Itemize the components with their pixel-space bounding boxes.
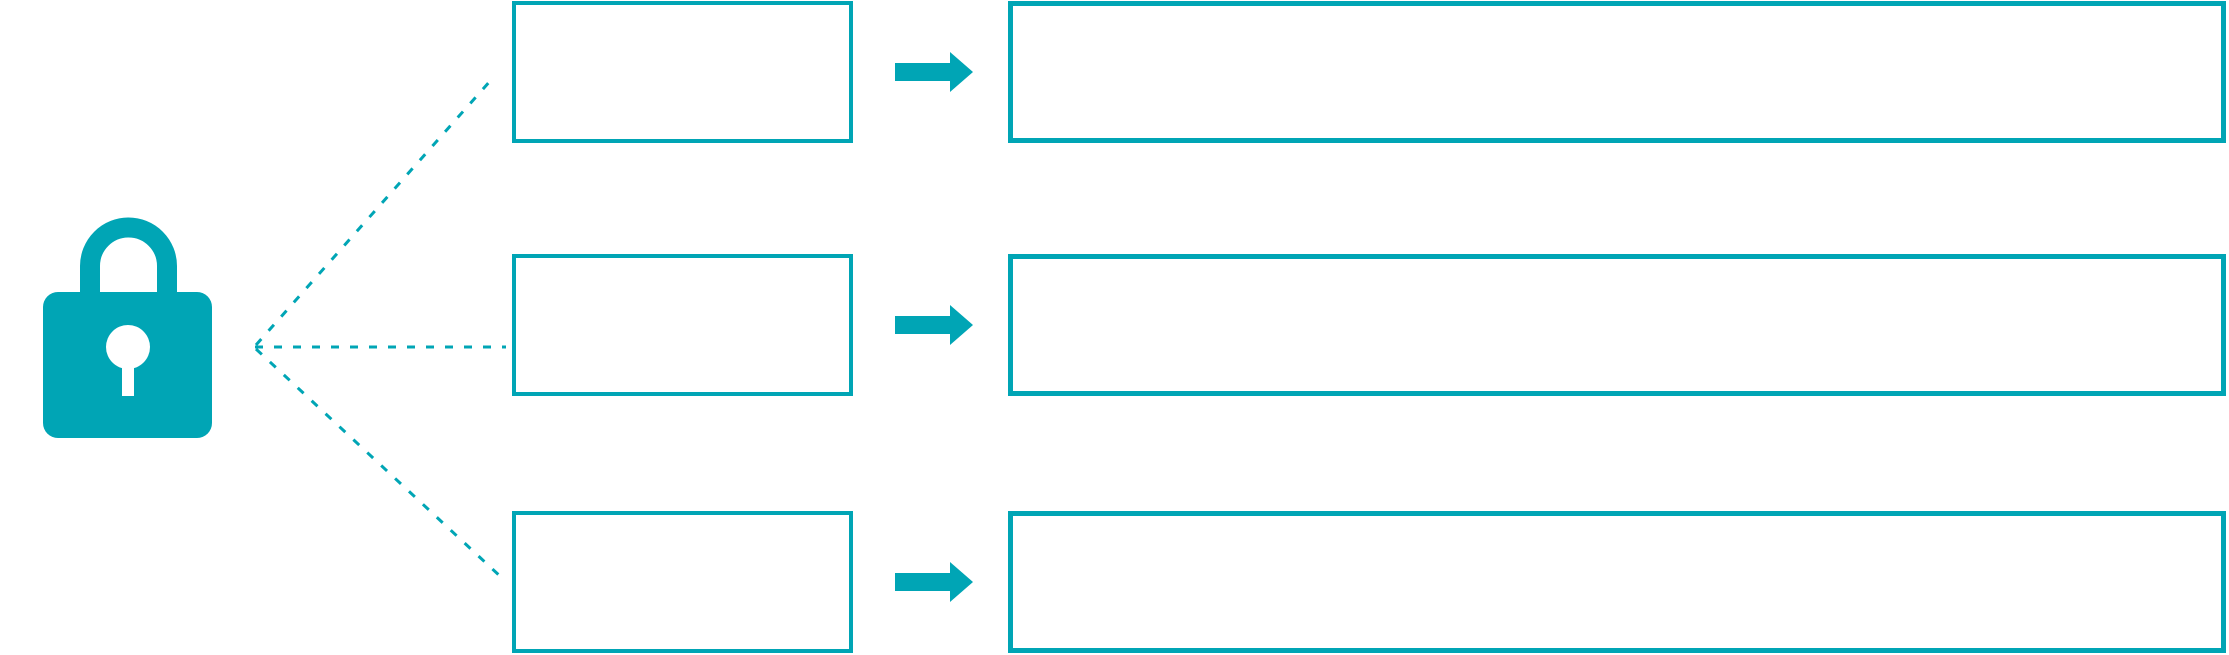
right-arrow-icon bbox=[895, 305, 973, 345]
category-box bbox=[512, 1, 853, 143]
padlock-shackle bbox=[80, 217, 177, 294]
right-arrow-icon bbox=[895, 52, 973, 92]
diagram-row bbox=[512, 1, 2226, 143]
category-box bbox=[512, 254, 853, 396]
detail-box bbox=[1008, 511, 2226, 653]
connector-line-bottom bbox=[254, 347, 503, 579]
category-box bbox=[512, 511, 853, 653]
detail-box bbox=[1008, 254, 2226, 396]
detail-box bbox=[1008, 1, 2226, 143]
diagram-row bbox=[512, 511, 2226, 653]
padlock-icon bbox=[43, 217, 212, 438]
diagram-row bbox=[512, 254, 2226, 396]
right-arrow-icon bbox=[895, 562, 973, 602]
connector-line-top bbox=[254, 79, 493, 346]
keyhole-stem bbox=[122, 347, 134, 396]
